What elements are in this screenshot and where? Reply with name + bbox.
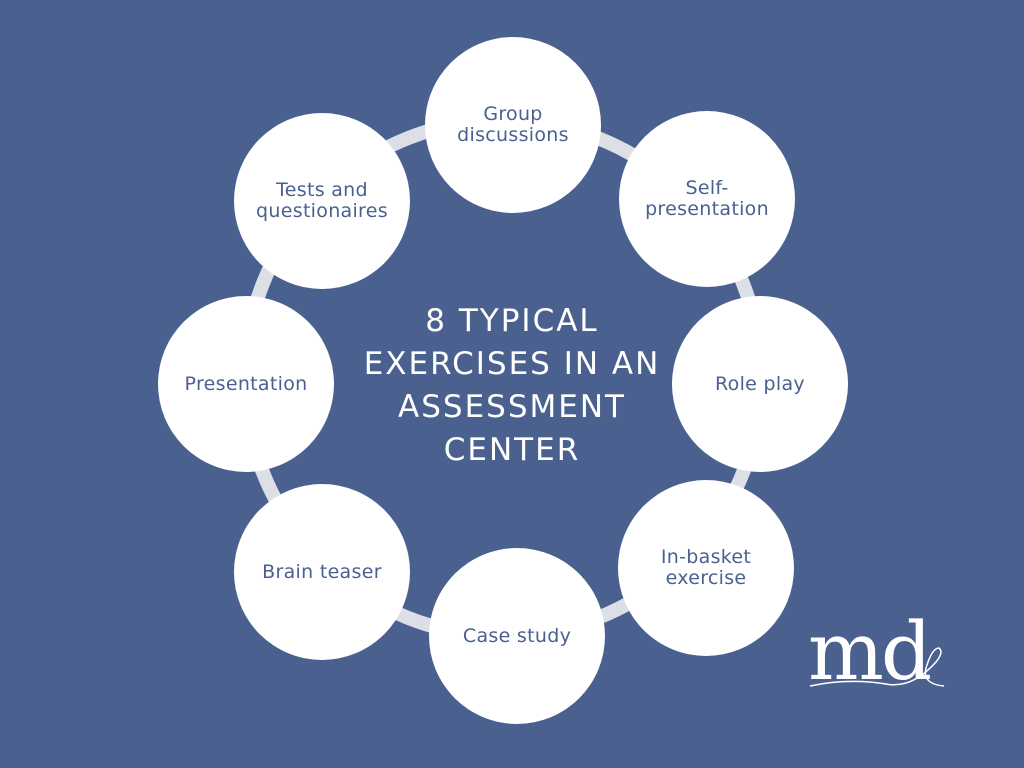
logo-text: md — [808, 605, 932, 698]
md-logo: md — [808, 612, 954, 704]
node-case-study: Case study — [429, 548, 605, 724]
node-group-discussions: Group discussions — [425, 37, 601, 213]
node-label-self-presentation: Self- presentation — [645, 177, 769, 220]
node-self-presentation: Self- presentation — [619, 111, 795, 287]
node-label-role-play: Role play — [715, 372, 805, 395]
node-label-tests-and-questionaires: Tests and questionaires — [256, 179, 388, 222]
logo-swash-icon — [809, 647, 945, 687]
node-in-basket-exercise: In-basket exercise — [618, 480, 794, 656]
node-label-group-discussions: Group discussions — [457, 103, 569, 146]
node-tests-and-questionaires: Tests and questionaires — [234, 113, 410, 289]
node-role-play: Role play — [672, 296, 848, 472]
node-label-brain-teaser: Brain teaser — [262, 560, 382, 583]
node-presentation: Presentation — [158, 296, 334, 472]
node-label-in-basket-exercise: In-basket exercise — [660, 546, 752, 589]
node-brain-teaser: Brain teaser — [234, 484, 410, 660]
node-label-presentation: Presentation — [184, 372, 308, 395]
node-label-case-study: Case study — [462, 624, 572, 647]
diagram-title: 8 TYPICAL EXERCISES IN AN ASSESSMENT CEN… — [363, 303, 661, 468]
